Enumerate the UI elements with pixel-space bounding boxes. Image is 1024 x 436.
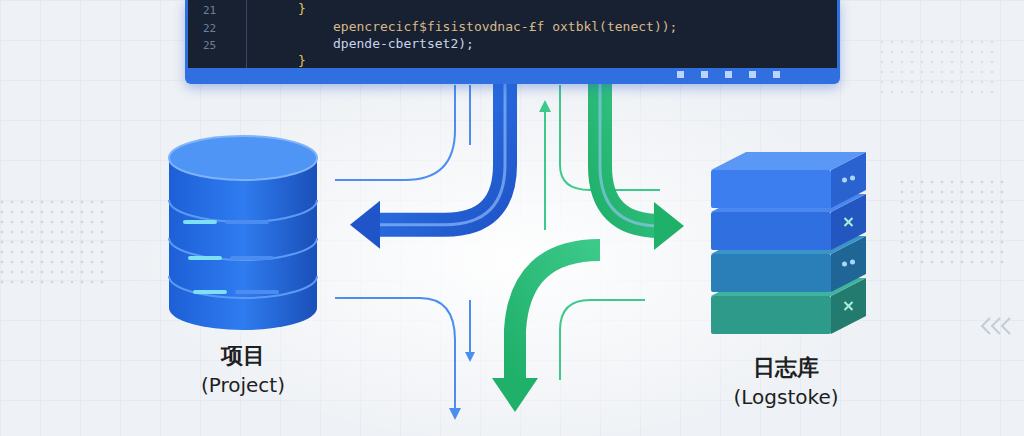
node-subtitle: (Project) [140, 373, 346, 397]
node-title: 日志库 [688, 353, 884, 383]
line-number: 25 [203, 39, 216, 52]
stack-icon [696, 140, 876, 345]
flow-arrow [600, 84, 684, 250]
code-line: epencrecicf$fisistovdnac-£f oxtbkl(tenec… [333, 19, 677, 34]
code-line: } [298, 1, 306, 16]
flow-arrow [350, 84, 505, 249]
toolbar-icons [677, 71, 797, 78]
code-editor: } epencrecicf$fisistovdnac-£f oxtbkl(tene… [185, 0, 840, 84]
node-title: 项目 [140, 341, 346, 371]
gutter-line [246, 0, 247, 68]
logstore-stack: 日志库(Logstoke) [688, 140, 884, 409]
line-number: 21 [203, 4, 216, 17]
line-number: 22 [203, 22, 216, 35]
cylinder-icon [153, 128, 333, 333]
project-database: 项目(Project) [140, 128, 346, 397]
node-subtitle: (Logstoke) [688, 385, 884, 409]
code-line: dpende-cbertset2); [333, 36, 474, 51]
flow-lines [335, 85, 660, 420]
code-line: } [298, 53, 306, 68]
